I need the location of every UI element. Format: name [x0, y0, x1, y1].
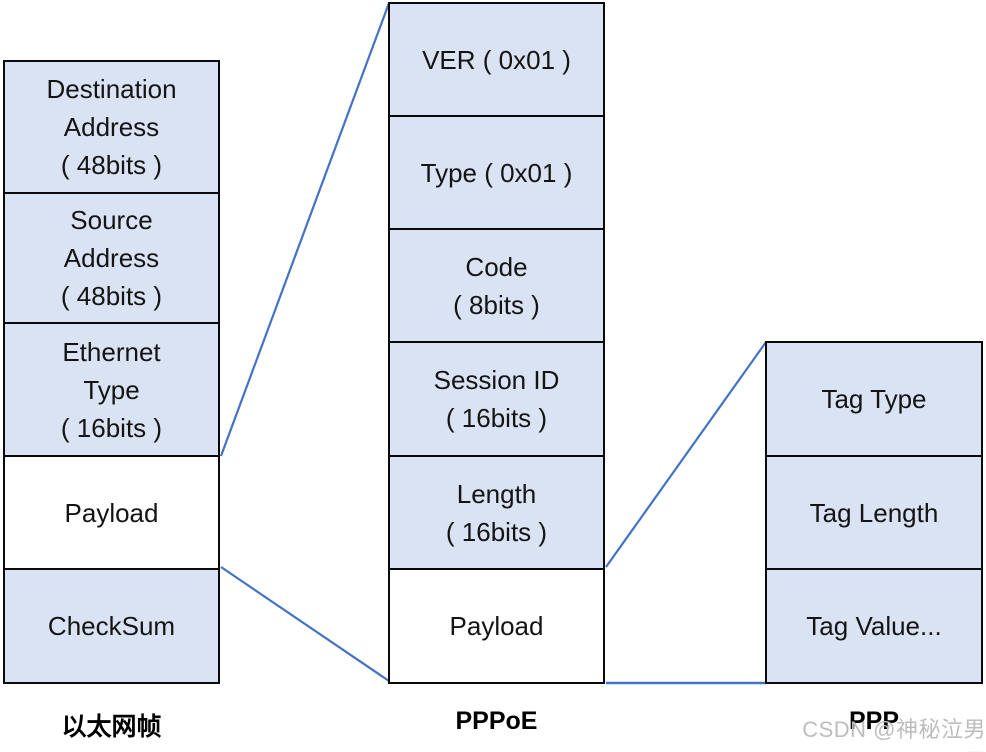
csdn-watermark: CSDN @神秘泣男子 [802, 717, 986, 752]
field-box-type: Type ( 0x01 ) [388, 115, 605, 230]
connector-eth-payload-to-pppoe-top [219, 2, 391, 457]
pppoe-column: VER ( 0x01 ) Type ( 0x01 ) Code ( 8bits … [388, 2, 605, 684]
field-label-code: Code ( 8bits ) [453, 251, 540, 320]
field-label-pppoe-payload: Payload [449, 611, 544, 641]
connector-pppoe-payload-to-ppp-top [605, 341, 767, 568]
field-box-destination-address: Destination Address ( 48bits ) [3, 60, 220, 194]
field-label-ethernet-payload: Payload [64, 497, 159, 528]
field-label-destination-address: Destination Address ( 48bits ) [46, 74, 177, 180]
field-label-session-id: Session ID ( 16bits ) [433, 365, 560, 433]
field-box-tag-length: Tag Length [765, 455, 983, 570]
field-box-ver: VER ( 0x01 ) [388, 2, 605, 117]
field-label-length: Length ( 16bits ) [445, 478, 548, 547]
field-box-ethernet-payload: Payload [3, 455, 220, 570]
field-box-source-address: Source Address ( 48bits ) [3, 192, 220, 324]
ethernet-frame-column: Destination Address ( 48bits ) Source Ad… [3, 60, 220, 684]
field-box-checksum: CheckSum [3, 568, 220, 684]
field-box-tag-value: Tag Value... [765, 568, 983, 684]
caption-ppp: PPP [848, 707, 900, 735]
field-label-tag-value: Tag Value... [806, 611, 942, 641]
field-label-type: Type ( 0x01 ) [420, 157, 573, 188]
ppp-column: Tag Type Tag Length Tag Value... [765, 341, 983, 684]
field-box-ethernet-type: Ethernet Type ( 16bits ) [3, 322, 220, 457]
caption-pppoe: PPPoE [455, 707, 538, 735]
field-label-checksum: CheckSum [47, 611, 176, 641]
field-box-code: Code ( 8bits ) [388, 228, 605, 343]
field-box-session-id: Session ID ( 16bits ) [388, 341, 605, 457]
field-box-tag-type: Tag Type [765, 341, 983, 457]
field-label-ver: VER ( 0x01 ) [422, 44, 571, 75]
field-box-pppoe-payload: Payload [388, 568, 605, 684]
field-label-source-address: Source Address ( 48bits ) [60, 205, 163, 311]
caption-ethernet-frame: 以太网帧 [61, 713, 162, 741]
field-label-tag-length: Tag Length [809, 497, 939, 528]
field-label-tag-type: Tag Type [821, 384, 927, 414]
connector-eth-payload-to-pppoe-bottom [220, 566, 390, 682]
field-box-length: Length ( 16bits ) [388, 455, 605, 570]
field-label-ethernet-type: Ethernet Type ( 16bits ) [60, 336, 163, 443]
